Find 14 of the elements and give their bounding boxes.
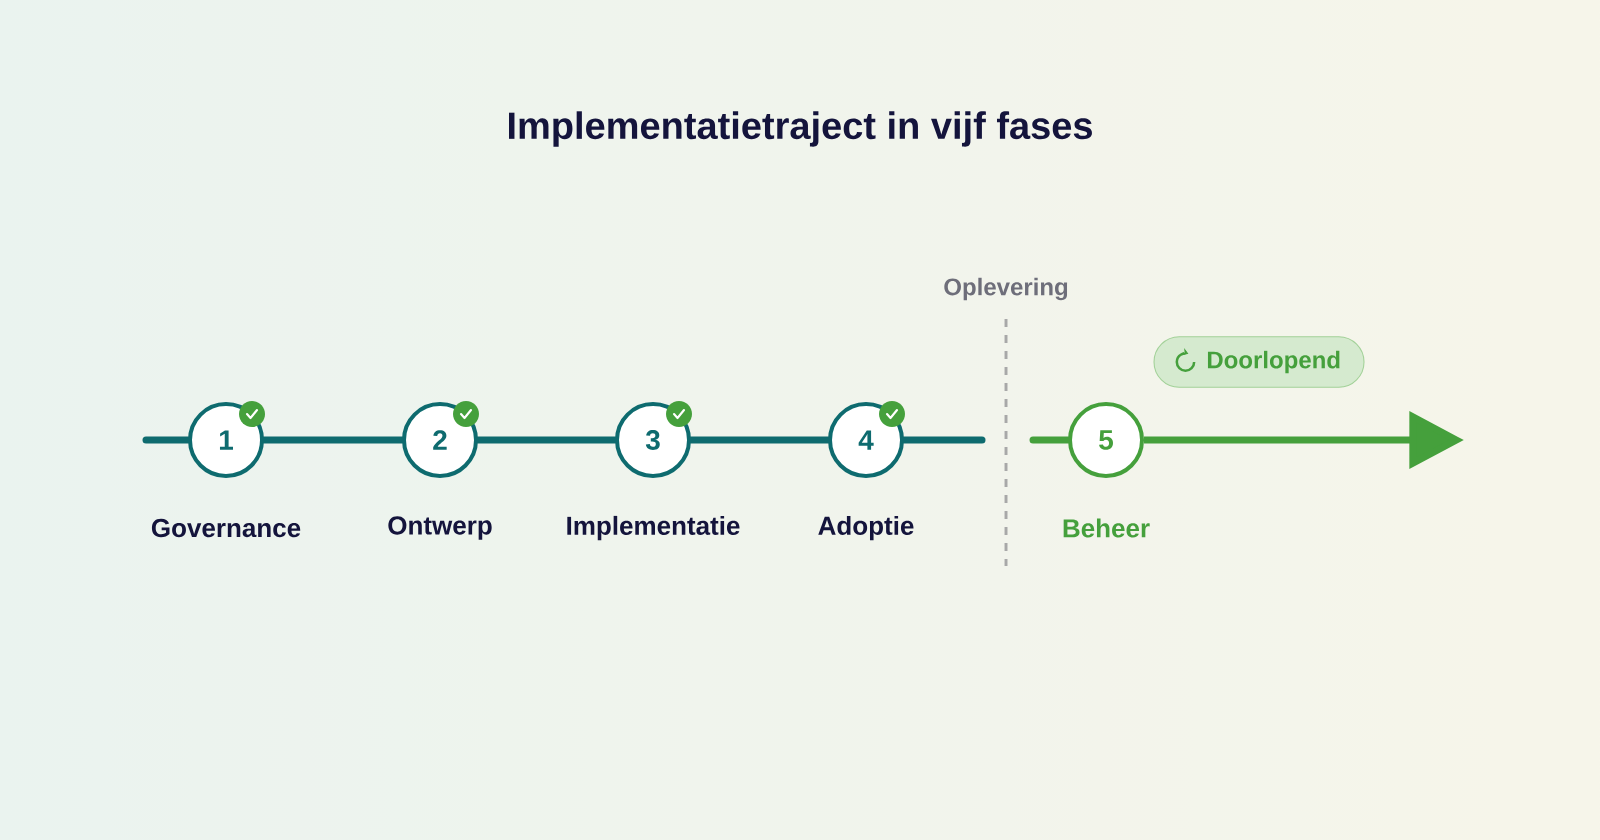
phase-label: Implementatie [567, 515, 740, 541]
timeline-line [474, 436, 619, 444]
phase-label: Beheer [1063, 518, 1150, 538]
timeline-line [1029, 436, 1072, 444]
phase-label: Ontwerp [388, 516, 492, 540]
milestone-label: Oplevering [944, 277, 1068, 301]
timeline-line [687, 436, 832, 444]
phase-label: Adoptie [818, 515, 914, 541]
status-pill: Doorlopend [1153, 336, 1365, 388]
timeline-line [900, 436, 986, 444]
phase-label: Governance [151, 518, 301, 538]
title: Implementatietraject in vijf fases [509, 111, 1092, 147]
timeline-line [142, 436, 192, 444]
timeline-line [260, 436, 406, 444]
